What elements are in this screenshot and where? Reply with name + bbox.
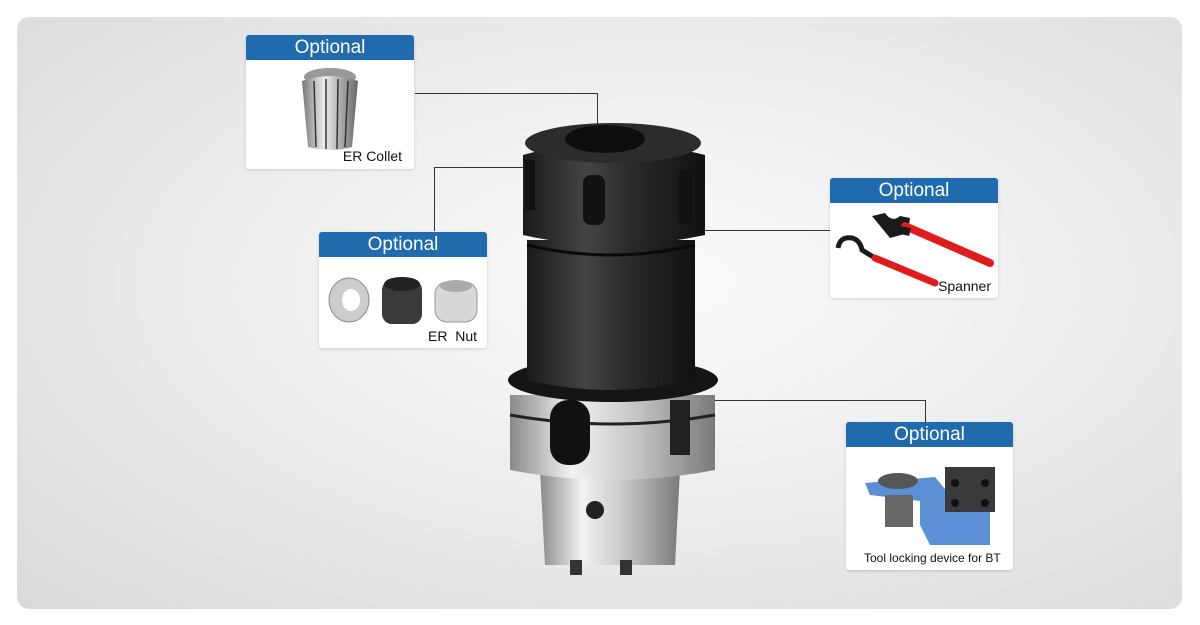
leader-line-nut <box>434 167 435 231</box>
callout-caption: ER Nut <box>427 328 477 344</box>
callout-header: Optional <box>319 232 487 257</box>
callout-caption: Spanner <box>938 278 991 294</box>
callout-er-collet: Optional ER Collet <box>246 35 414 169</box>
callout-header: Optional <box>846 422 1013 447</box>
callout-header: Optional <box>246 35 414 60</box>
tool-locking-device-image <box>865 467 995 545</box>
leader-line-collet <box>415 93 597 94</box>
spanner-image <box>835 213 994 287</box>
leader-line-locking-v <box>925 400 926 422</box>
callout-caption: ER Collet <box>342 148 402 164</box>
leader-line-spanner <box>680 230 830 231</box>
er-collet-image <box>302 68 358 150</box>
tool-holder-image <box>508 123 718 575</box>
callout-header: Optional <box>830 178 998 203</box>
er-nut-images <box>328 277 478 324</box>
callout-spanner: Optional Spanner <box>830 178 998 298</box>
callout-er-nut: Optional ER Nut <box>319 232 487 348</box>
leader-line-locking <box>712 400 925 401</box>
callout-caption: Tool locking device for BT <box>864 551 1001 565</box>
leader-line-collet-v <box>597 93 598 138</box>
leader-line-nut-h <box>434 167 550 168</box>
callout-tool-locking: Optional Tool locking device for BT <box>846 422 1013 570</box>
